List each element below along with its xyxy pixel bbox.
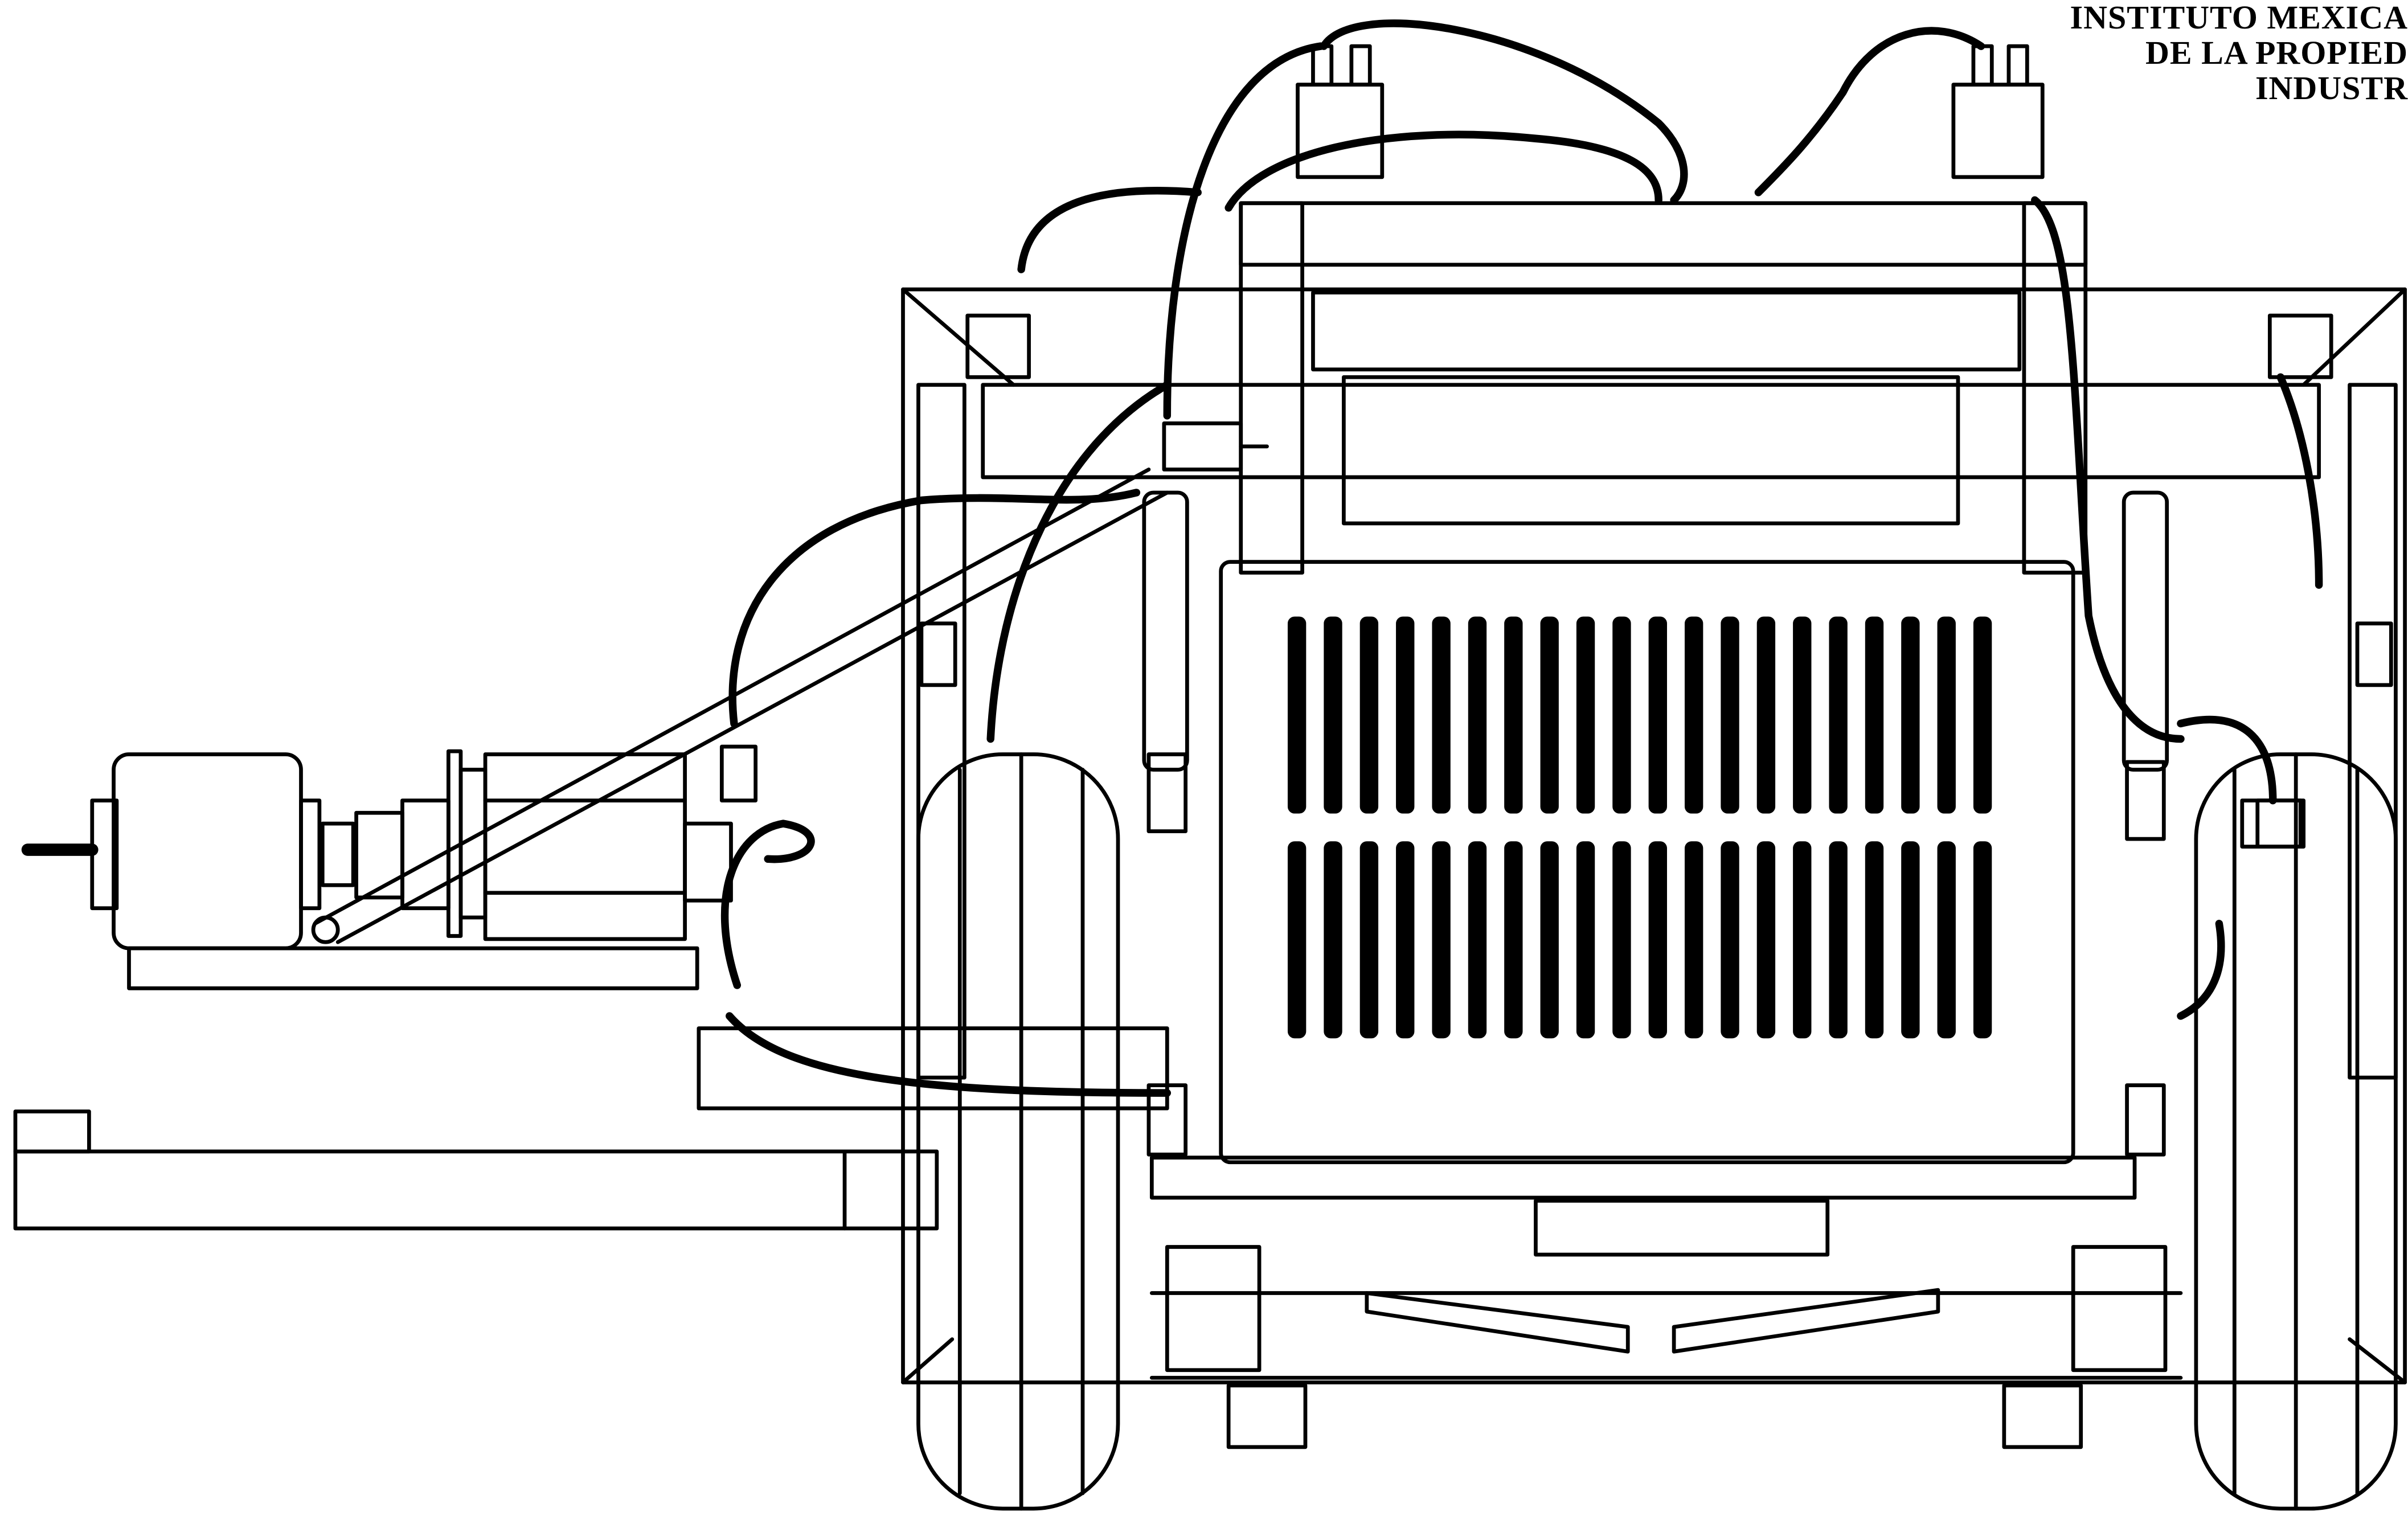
grille-slot [1937,841,1956,1039]
grille-slot [1793,616,1812,814]
tow-tongue-beam [13,1109,939,1231]
perforated-hopper-box [1219,560,2075,1165]
grille-slot [1324,841,1342,1039]
trailer-chassis-frame [901,287,2407,1384]
grille-slot [1829,841,1848,1039]
grille-slot [1756,616,1776,814]
hydraulic-hoses [720,19,2323,1097]
mount-brackets [719,621,2393,1157]
grille-slot [1576,841,1595,1039]
grille-slot [1359,841,1379,1039]
grille-slot [1937,616,1956,814]
grille-slot [1396,841,1415,1039]
grille-slot [1432,616,1451,814]
grille-slot [1612,616,1631,814]
left-wheel [916,752,1120,1511]
stamp-line-3: INDUSTR [2255,69,2408,106]
grille-slot [1829,616,1848,814]
grille-slot [1612,841,1631,1039]
grille-slot [1468,616,1487,814]
grille-slot [1648,841,1667,1039]
grille-slot [1793,841,1812,1039]
hopper-slots [1287,616,1992,1039]
grille-slot [1684,841,1703,1039]
grille-slot [1865,841,1884,1039]
grille-slot [1648,616,1667,814]
grille-slot [1576,616,1595,814]
office-stamp-text: INSTITUTO MEXICA DE LA PROPIED INDUSTR [2070,0,2408,106]
grille-slot [1504,616,1523,814]
grille-slot [1721,616,1739,814]
grille-slot [1468,841,1487,1039]
grille-slot [1324,616,1342,814]
upper-lifting-frame [1239,201,2088,575]
grille-slot [1901,616,1920,814]
grille-slot [1901,841,1920,1039]
stamp-line-2: DE LA PROPIED [2145,34,2408,71]
drive-motor [21,749,733,951]
grille-slot [1540,616,1559,814]
hydraulic-cylinders [1142,421,2303,849]
grille-slot [1287,841,1307,1039]
right-wheel [2194,752,2398,1511]
grille-slot [1721,841,1739,1039]
grille-slot [1756,841,1776,1039]
grille-slot [1359,616,1379,814]
grille-slot [1432,841,1451,1039]
motor-mount-plate [127,946,1169,1111]
grille-slot [1865,616,1884,814]
grille-slot [1684,616,1703,814]
grille-slot [1973,616,1992,814]
grille-slot [1973,841,1992,1039]
grille-slot [1540,841,1559,1039]
stamp-line-1: INSTITUTO MEXICA [2070,0,2408,36]
grille-slot [1287,616,1307,814]
grille-slot [1504,841,1523,1039]
grille-slot [1396,616,1415,814]
control-valves [1296,44,2045,179]
lower-platform [1149,1156,2183,1449]
